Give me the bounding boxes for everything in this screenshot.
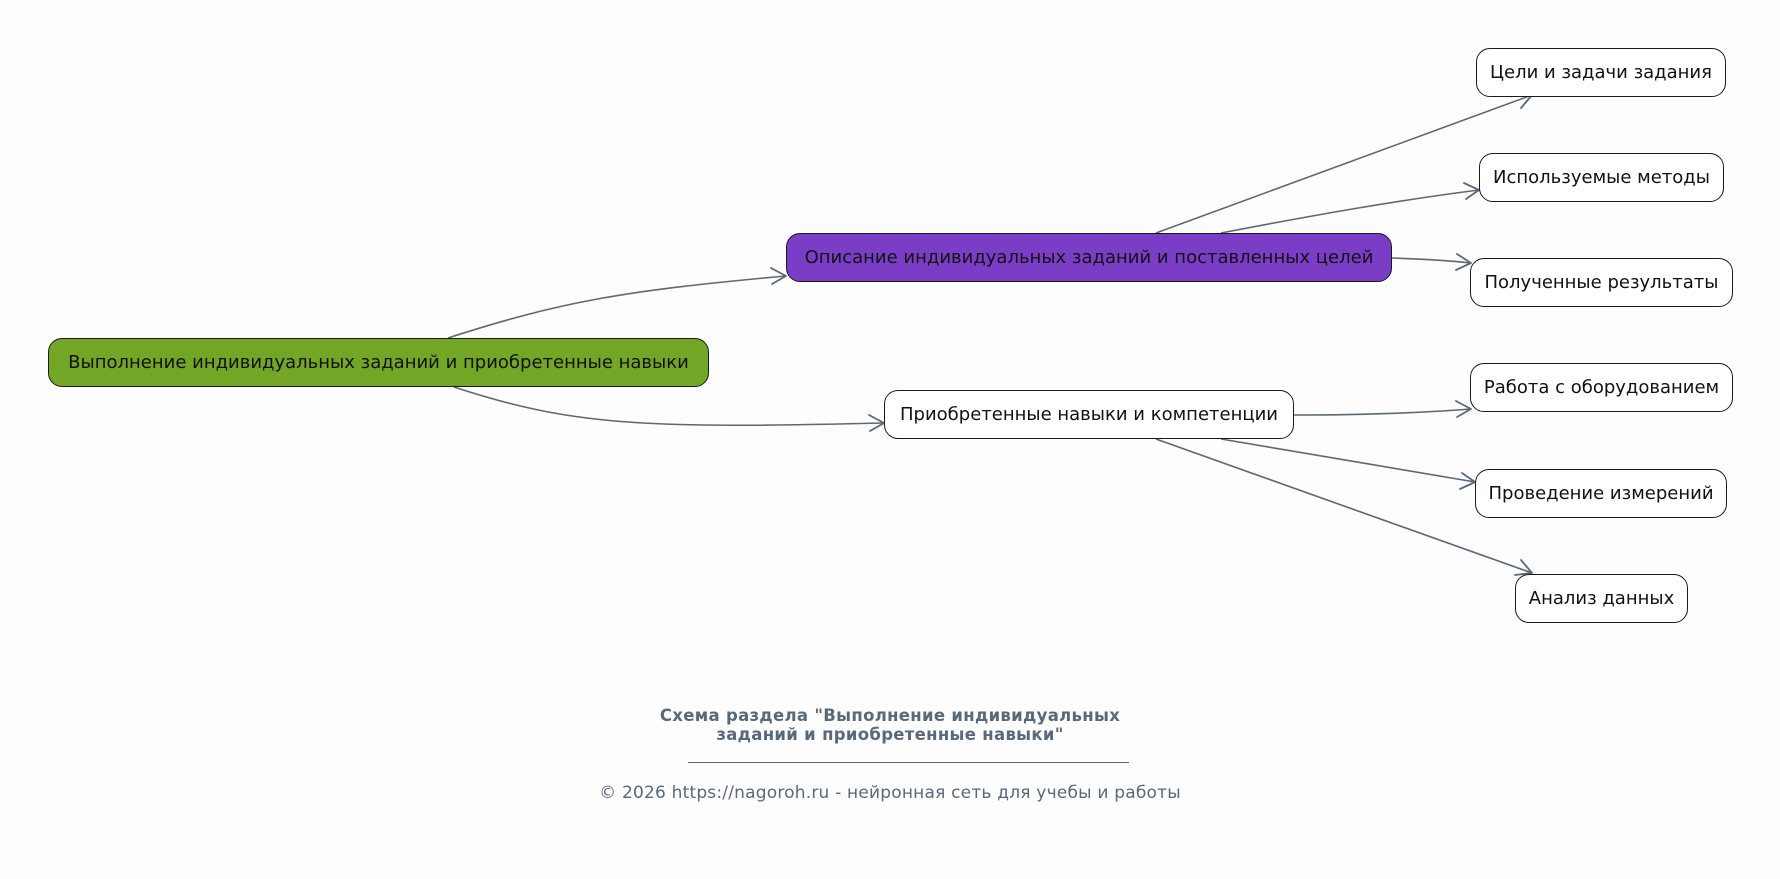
edge-skills-analysis: [1155, 438, 1533, 574]
node-goals: Цели и задачи задания: [1476, 48, 1726, 97]
node-analysis: Анализ данных: [1515, 574, 1688, 623]
caption-title: Схема раздела "Выполнение индивидуальных…: [0, 706, 1780, 744]
caption-title-line2: заданий и приобретенные навыки": [716, 725, 1064, 744]
edge-root-skills: [453, 386, 885, 427]
arrowhead-analysis: [1514, 559, 1533, 576]
arrowhead-equipment: [1455, 400, 1472, 418]
caption-divider: [688, 762, 1129, 763]
node-methods: Используемые методы: [1479, 153, 1724, 202]
node-results: Полученные результаты: [1470, 258, 1733, 307]
arrowhead-description: [770, 267, 787, 285]
node-description: Описание индивидуальных заданий и постав…: [786, 233, 1392, 282]
edge-description-goals: [1155, 94, 1533, 234]
edge-description-results: [1391, 257, 1472, 264]
caption-copyright: © 2026 https://nagoroh.ru - нейронная се…: [599, 783, 1181, 803]
node-equipment: Работа с оборудованием: [1470, 363, 1733, 412]
node-root: Выполнение индивидуальных заданий и прио…: [48, 338, 709, 387]
node-measurements: Проведение измерений: [1475, 469, 1727, 518]
node-skills: Приобретенные навыки и компетенции: [884, 390, 1294, 439]
edge-skills-equipment: [1293, 408, 1472, 416]
caption-title-line1: Схема раздела "Выполнение индивидуальных: [659, 706, 1121, 725]
arrowhead-results: [1455, 253, 1472, 271]
edge-root-description: [447, 275, 787, 339]
edge-description-methods: [1220, 189, 1480, 234]
edge-skills-measurements: [1220, 438, 1476, 483]
